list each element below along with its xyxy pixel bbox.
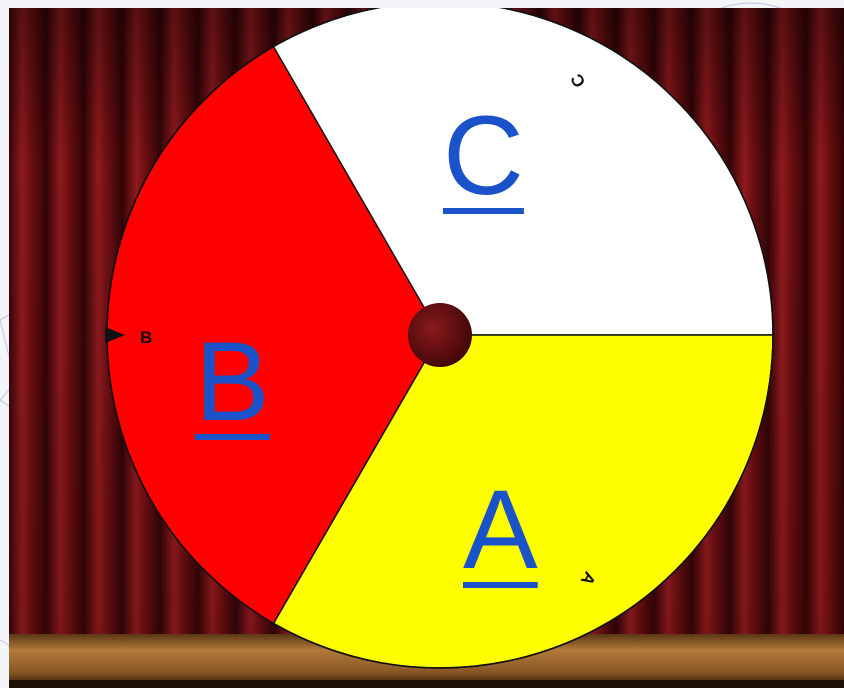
- stage-scene: [9, 8, 844, 688]
- wheel-hub[interactable]: [408, 303, 472, 367]
- segment-b-link[interactable]: B: [195, 326, 270, 438]
- segment-a-link[interactable]: A: [463, 474, 538, 586]
- edge-label-b: B: [140, 329, 152, 346]
- stage-floor-edge: [9, 680, 844, 688]
- segment-c-link[interactable]: C: [443, 100, 524, 212]
- game-stage: C B A B C A: [9, 8, 844, 688]
